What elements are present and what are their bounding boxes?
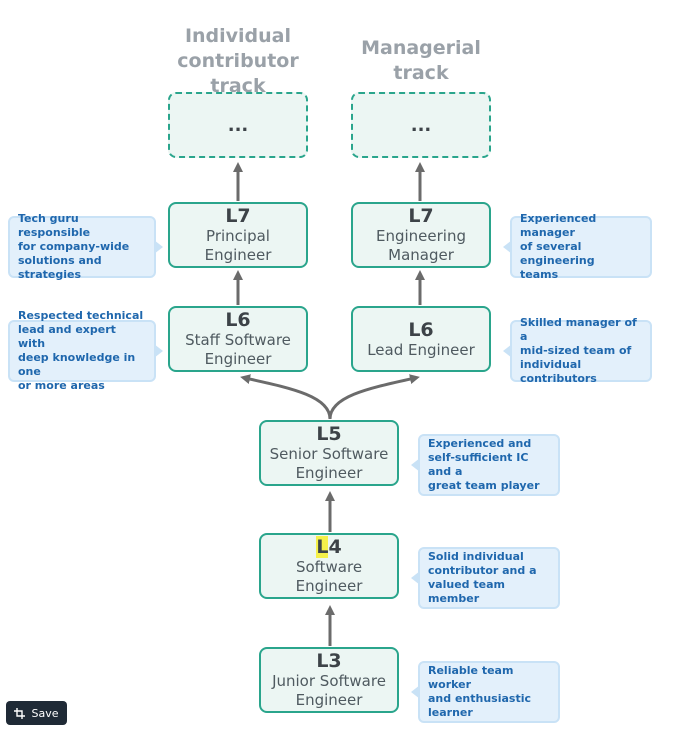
callout-text: Reliable team worker and enthusiastic le… [428,664,532,719]
level-label: L5 [316,423,342,445]
role-title: Staff Software Engineer [185,331,291,368]
callout-text: Experienced and self-sufficient IC and a… [428,437,540,492]
callout-text: Tech guru responsible for company-wide s… [18,212,130,281]
role-title: Senior Software Engineer [269,445,389,482]
level-label: L4 [316,536,342,558]
callout-staff-software-engineer: Respected technical lead and expert with… [8,309,163,392]
level-number: 4 [328,536,342,558]
callout-junior-software-engineer: Reliable team worker and enthusiastic le… [411,661,560,723]
junior-software-engineer-node: L3 Junior Software Engineer [259,647,399,713]
mgr-next-level-node: ... [351,92,491,158]
callout-text: Skilled manager of a mid-sized team of i… [520,316,637,385]
level-label: L6 [225,309,251,331]
callout-senior-software-engineer: Experienced and self-sufficient IC and a… [411,434,560,496]
callout-engineering-manager: Experienced manager of several engineeri… [503,212,652,281]
staff-software-engineer-node: L6 Staff Software Engineer [168,306,308,372]
role-title: Junior Software Engineer [272,672,386,709]
arrow-l5-l6-ic [240,374,332,420]
level-label: L7 [225,205,251,227]
callout-software-engineer: Solid individual contributor and a value… [411,547,560,609]
crop-icon [14,707,26,719]
level-label: L7 [408,205,434,227]
callout-lead-engineer: Skilled manager of a mid-sized team of i… [503,316,652,385]
callout-principal-engineer: Tech guru responsible for company-wide s… [8,212,163,281]
level-label: L6 [408,318,434,341]
engineering-manager-node: L7 Engineering Manager [351,202,491,268]
mgr-next-level-label: ... [410,114,432,136]
ic-track-header: Individual contributor track [177,25,299,97]
callout-text: Solid individual contributor and a value… [428,550,537,605]
callout-text: Experienced manager of several engineeri… [520,212,597,281]
save-label: Save [31,706,59,720]
save-button[interactable]: Save [6,701,67,725]
role-title: Engineering Manager [376,227,466,264]
callout-text: Respected technical lead and expert with… [18,309,144,392]
software-engineer-node: L4 Software Engineer [259,533,399,599]
role-title: Software Engineer [295,558,363,595]
ic-next-level-label: ... [227,114,249,136]
senior-software-engineer-node: L5 Senior Software Engineer [259,420,399,486]
role-title: Principal Engineer [204,227,272,264]
lead-engineer-node: L6 Lead Engineer [351,306,491,372]
role-title: Lead Engineer [367,340,475,359]
text-cursor-highlight: L [316,536,329,558]
ic-next-level-node: ... [168,92,308,158]
managerial-track-header: Managerial track [361,37,481,84]
principal-engineer-node: L7 Principal Engineer [168,202,308,268]
arrow-l5-l6-mgr [328,374,420,420]
level-label: L3 [316,650,342,672]
